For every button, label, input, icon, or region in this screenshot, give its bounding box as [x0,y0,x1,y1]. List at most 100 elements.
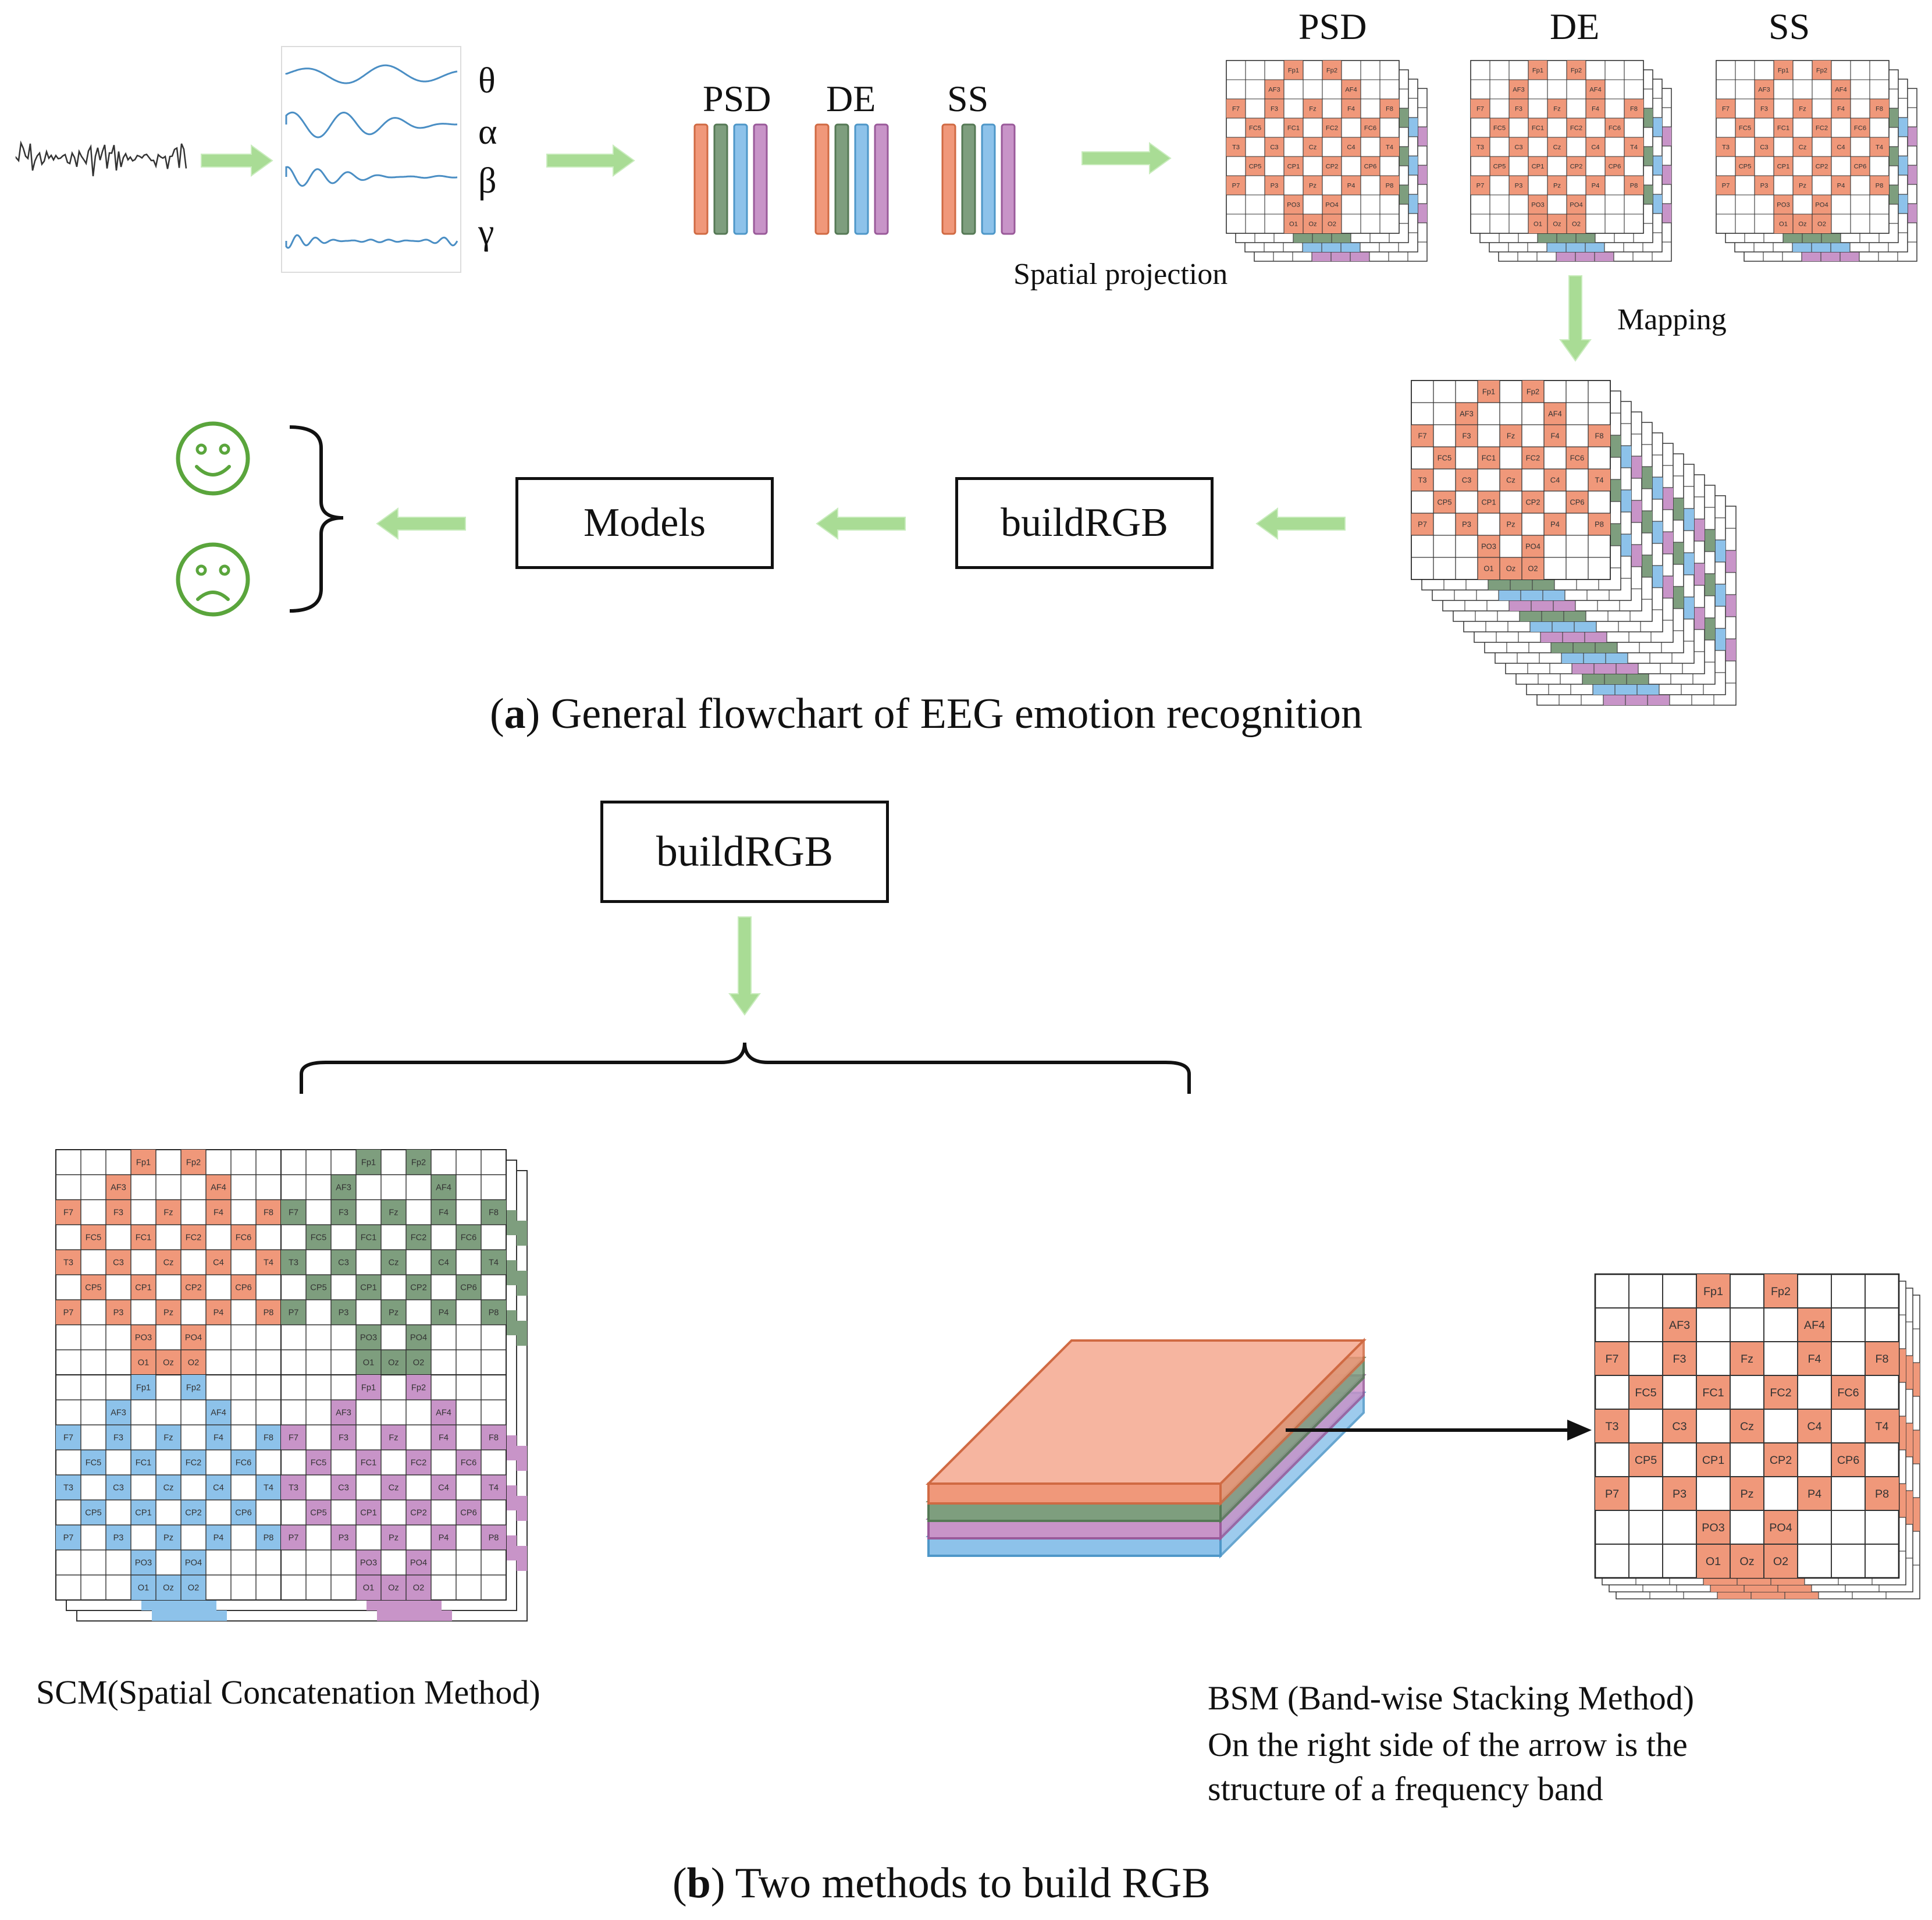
electrode-cell-P4 [431,1525,456,1550]
electrode-cell-F7 [1716,99,1735,118]
arrow-features-to-maps [1081,142,1172,175]
electrode-cell-C4 [1798,1409,1831,1443]
electrode-label-O2: O2 [188,1584,200,1593]
electrode-cell-Oz [1730,1544,1764,1578]
electrode-label-Fp2: Fp2 [186,1158,201,1168]
electrode-cell-CP1 [131,1275,156,1300]
electrode-cell-T3 [281,1250,306,1275]
electrode-label-Fz: Fz [1799,105,1806,112]
electrode-label-CP1: CP1 [1702,1454,1724,1467]
electrode-cell-Pz [1500,513,1522,535]
feature-bar [693,123,709,235]
electrode-label-FC5: FC5 [86,1233,102,1243]
electrode-label-F7: F7 [63,1434,73,1443]
electrode-cell-Fp1 [131,1150,156,1175]
electrode-label-Fp1: Fp1 [1778,67,1789,74]
buildrgb-box-a-label: buildRGB [1001,500,1168,545]
electrode-cell-CP5 [306,1275,331,1300]
electrode-label-P3: P3 [113,1309,124,1318]
electrode-cell-AF3 [1755,80,1774,99]
electrode-cell-Cz [381,1250,406,1275]
electrode-cell-AF3 [331,1400,356,1425]
electrode-label-C4: C4 [438,1484,449,1493]
electrode-label-T3: T3 [289,1258,298,1268]
electrode-label-Fp2: Fp2 [1527,387,1539,396]
electrode-label-Pz: Pz [1506,520,1515,529]
electrode-label-F3: F3 [339,1434,348,1443]
electrode-cell-Cz [156,1475,181,1500]
electrode-label-FC6: FC6 [1854,125,1866,131]
electrode-cell-PO3 [1284,195,1303,214]
electrode-label-O1: O1 [138,1359,150,1368]
feature-bar [753,123,768,235]
buildrgb-box-b: buildRGB [600,801,889,903]
electrode-cell-P3 [1265,176,1284,195]
electrode-label-CP1: CP1 [1777,163,1790,170]
electrode-label-Oz: Oz [163,1584,174,1593]
electrode-label-FC5: FC5 [311,1233,327,1243]
electrode-label-T4: T4 [1386,144,1393,151]
electrode-label-F3: F3 [1673,1353,1687,1366]
electrode-cell-P7 [1411,513,1433,535]
electrode-cell-F8 [1380,99,1399,118]
electrode-label-Fz: Fz [163,1208,173,1218]
electrode-cell-PO4 [1322,195,1342,214]
electrode-cell-CP5 [1490,157,1509,176]
electrode-label-C3: C3 [1760,144,1768,151]
electrode-label-AF4: AF4 [1548,410,1562,418]
electrode-label-T4: T4 [1595,476,1603,485]
electrode-cell-PO4 [181,1550,206,1575]
electrode-cell-AF4 [1586,80,1605,99]
electrode-label-CP5: CP5 [85,1283,101,1293]
electrode-cell-PO3 [1696,1510,1730,1544]
electrode-cell-C4 [1586,137,1605,157]
electrode-cell-FC2 [1567,118,1586,137]
electrode-cell-F4 [1798,1342,1831,1375]
electrode-label-FC2: FC2 [411,1459,427,1468]
electrode-label-T3: T3 [289,1484,298,1493]
band-label-alpha: α [478,112,497,152]
electrode-cell-O2 [1567,214,1586,233]
electrode-cell-CP2 [1812,157,1831,176]
electrode-label-AF3: AF3 [1669,1319,1690,1332]
electrode-cell-PO3 [131,1325,156,1350]
electrode-label-AF4: AF4 [1804,1319,1825,1332]
electrode-label-T3: T3 [1606,1420,1619,1433]
electrode-cell-FC5 [306,1450,331,1475]
electrode-cell-FC1 [356,1450,381,1475]
electrode-cell-Fz [1730,1342,1764,1375]
electrode-cell-F7 [1595,1342,1629,1375]
electrode-label-T3: T3 [1476,144,1484,151]
electrode-label-F4: F4 [1808,1353,1821,1366]
band-waves-panel [281,46,461,273]
electrode-label-PO4: PO4 [1769,1521,1792,1534]
electrode-cell-Cz [381,1475,406,1500]
electrode-label-AF3: AF3 [336,1183,351,1193]
electrode-label-F7: F7 [1722,105,1730,112]
electrode-cell-F4 [1831,99,1851,118]
electrode-label-Fp1: Fp1 [1703,1285,1723,1298]
electrode-cell-FC1 [1696,1375,1730,1409]
electrode-cell-P7 [1471,176,1490,195]
electrode-cell-FC5 [81,1450,106,1475]
electrode-cell-FC2 [1812,118,1831,137]
electrode-label-AF3: AF3 [111,1183,126,1193]
electrode-cell-CP6 [1566,491,1588,513]
electrode-label-C4: C4 [213,1258,224,1268]
electrode-cell-F8 [481,1425,506,1450]
feature-label-psd: PSD [703,78,771,119]
electrode-label-CP5: CP5 [1635,1454,1657,1467]
electrode-cell-FC1 [1478,447,1500,469]
electrode-cell-P4 [206,1525,231,1550]
electrode-label-T3: T3 [63,1484,73,1493]
electrode-label-F7: F7 [289,1434,298,1443]
electrode-label-F3: F3 [339,1208,348,1218]
electrode-label-T3: T3 [1418,476,1426,485]
electrode-cell-P7 [56,1525,81,1550]
electrode-cell-Fp1 [1528,61,1547,80]
electrode-label-F7: F7 [1232,105,1240,112]
electrode-label-CP5: CP5 [1437,498,1451,507]
